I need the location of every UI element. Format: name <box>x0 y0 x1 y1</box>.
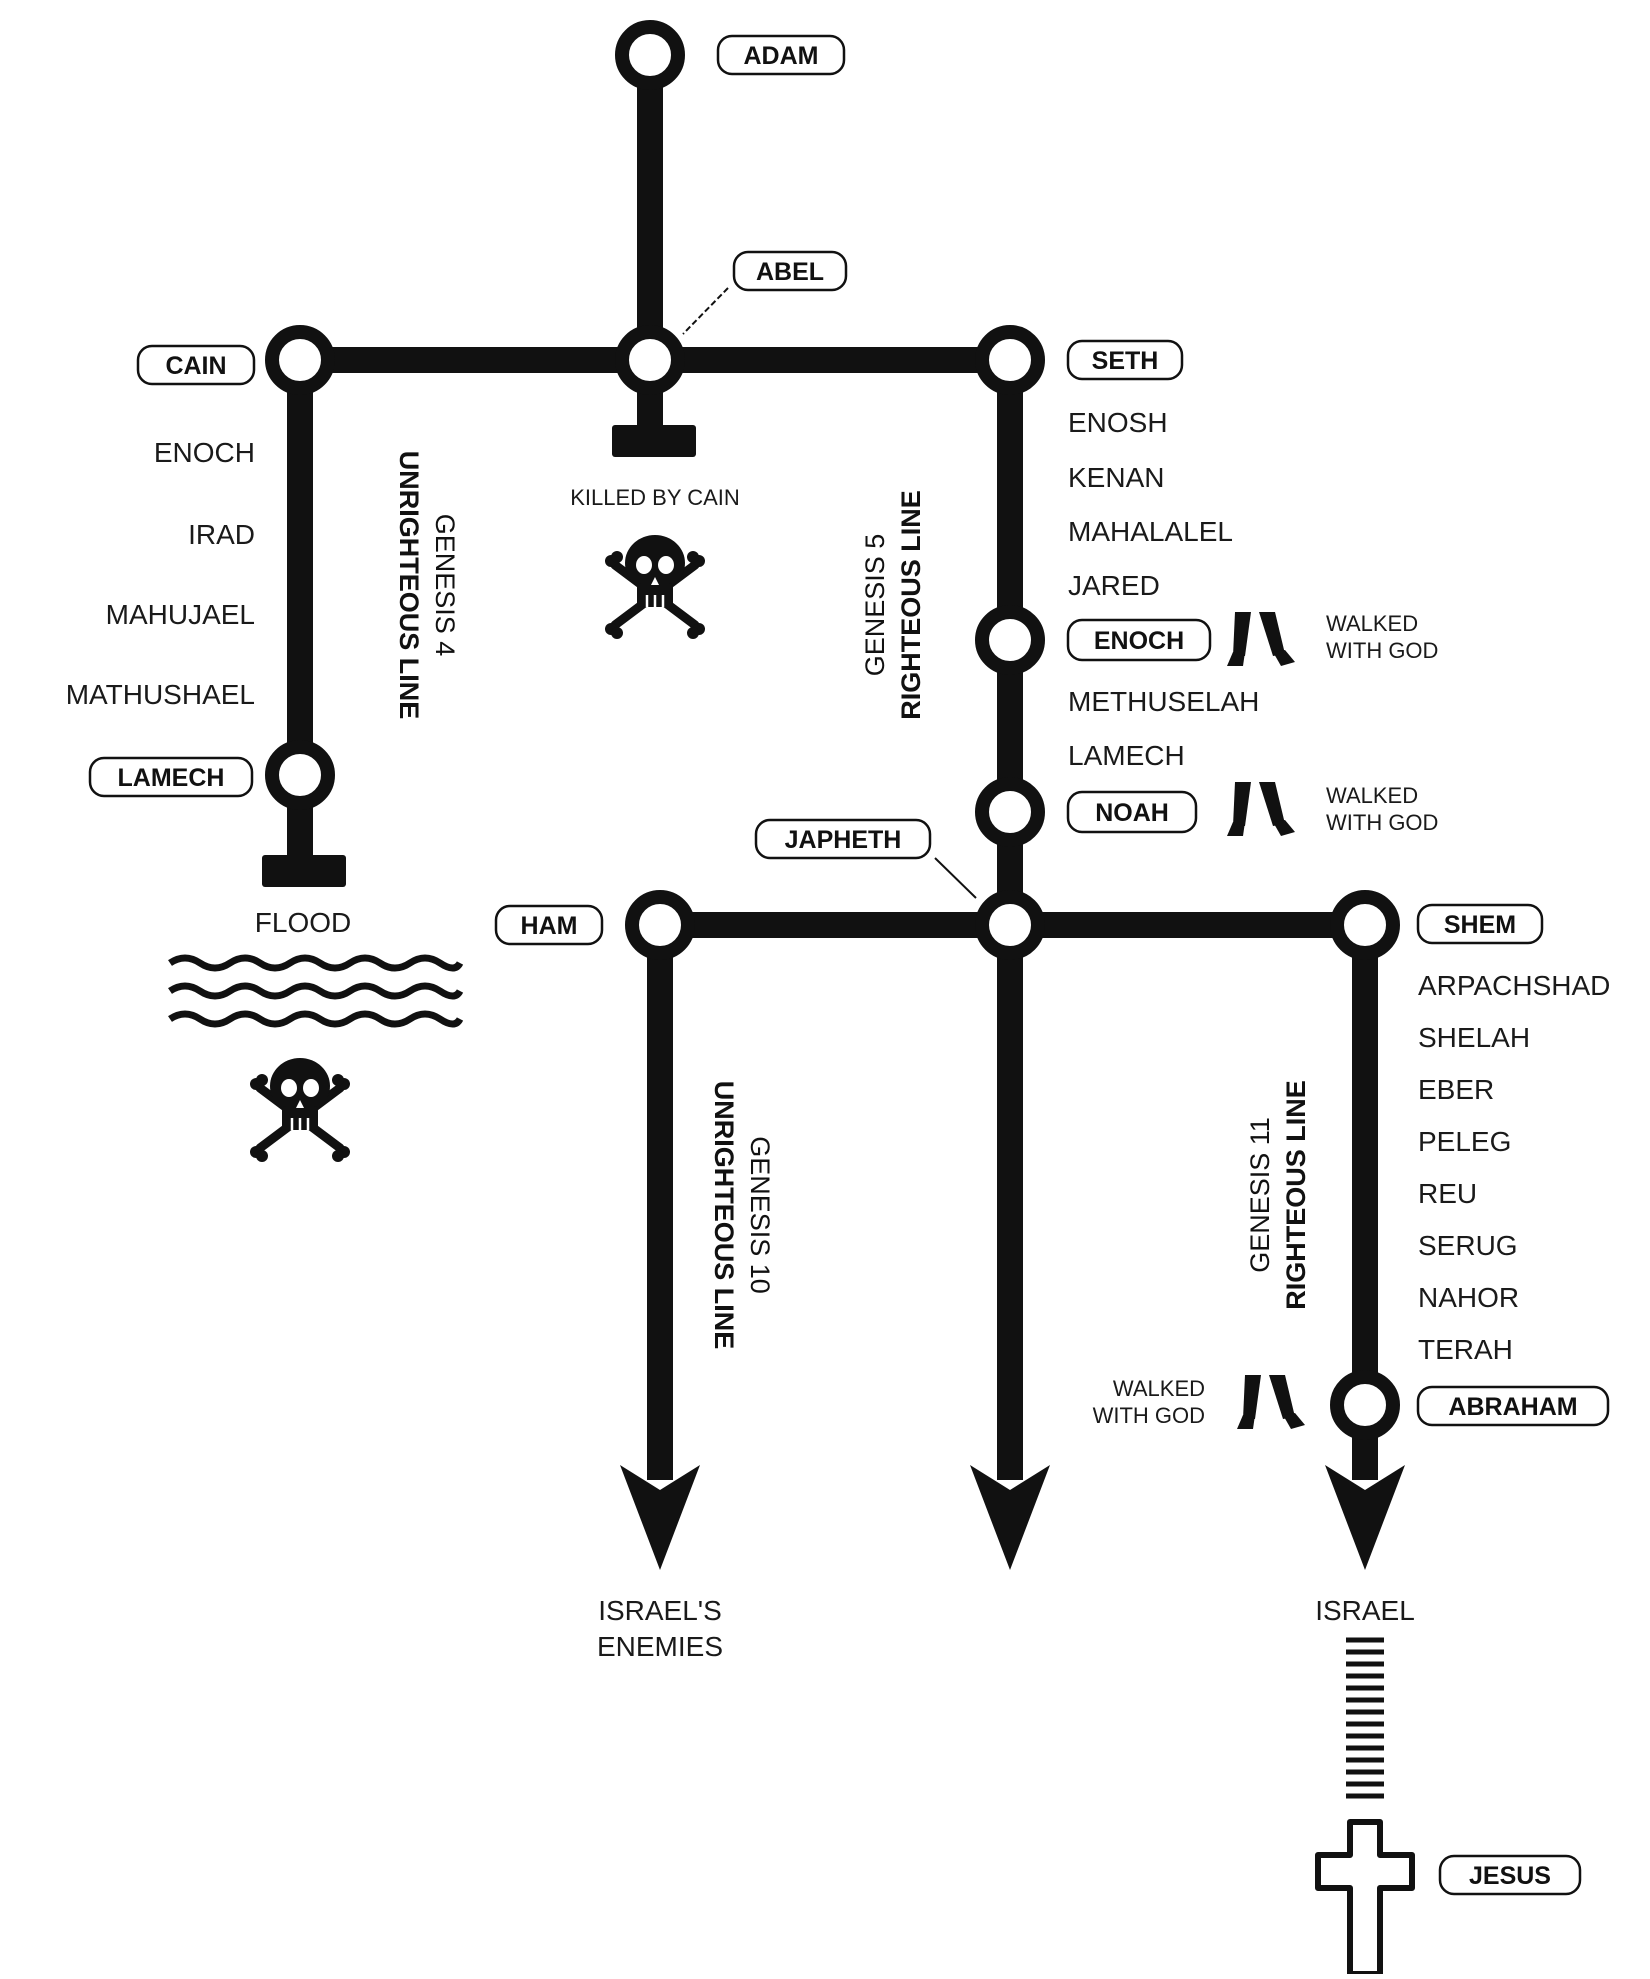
japheth-leader-line <box>934 857 977 899</box>
israels-enemies-label: ISRAEL'S <box>598 1595 722 1626</box>
seth-descendant: LAMECH <box>1068 740 1185 771</box>
shem-descendant: NAHOR <box>1418 1282 1519 1313</box>
abel-leader-line <box>682 287 729 335</box>
cain-descendants: ENOCH IRAD MAHUJAEL MATHUSHAEL <box>66 437 255 710</box>
cain-line-ref: GENESIS 4 <box>430 514 460 657</box>
cross-icon <box>1315 1819 1415 1977</box>
label-abraham-text: ABRAHAM <box>1448 1393 1577 1421</box>
seth-line-caption: RIGHTEOUS LINE GENESIS 5 <box>860 490 926 720</box>
flood-waves-icon <box>168 954 464 1028</box>
israel-to-jesus-dashes <box>1346 1637 1384 1799</box>
cain-descendant: MAHUJAEL <box>106 599 255 630</box>
shem-descendant: EBER <box>1418 1074 1494 1105</box>
shem-descendant: PELEG <box>1418 1126 1511 1157</box>
walked-note-enoch: WITH GOD <box>1326 638 1438 663</box>
label-seth: SETH <box>1066 339 1184 381</box>
node-lamech-cain <box>265 740 335 810</box>
label-ham: HAM <box>494 904 604 946</box>
label-noah: NOAH <box>1066 790 1198 834</box>
label-seth-text: SETH <box>1092 347 1159 375</box>
walking-feet-icon <box>1227 612 1295 666</box>
shem-line-title: RIGHTEOUS LINE <box>1281 1080 1311 1310</box>
seth-descendant: KENAN <box>1068 462 1164 493</box>
node-abel <box>615 325 685 395</box>
label-enoch-seth-text: ENOCH <box>1094 627 1184 655</box>
node-japheth <box>975 890 1045 960</box>
cain-descendant: ENOCH <box>154 437 255 468</box>
cain-stop-bar <box>262 855 346 887</box>
abel-stop-bar <box>612 425 696 457</box>
nodes <box>265 20 1400 1440</box>
shem-descendant: SERUG <box>1418 1230 1518 1261</box>
node-cain <box>265 325 335 395</box>
shem-line-ref: GENESIS 11 <box>1245 1117 1275 1273</box>
flood-note: FLOOD <box>255 907 351 938</box>
walked-note-abraham: WALKED <box>1113 1376 1205 1401</box>
label-adam: ADAM <box>716 34 846 76</box>
skull-and-crossbones-icon <box>250 1058 350 1162</box>
label-jesus: JESUS <box>1438 1854 1582 1896</box>
israels-enemies-label: ENEMIES <box>597 1631 723 1662</box>
shem-line-caption: RIGHTEOUS LINE GENESIS 11 <box>1245 1080 1311 1310</box>
shem-descendant: SHELAH <box>1418 1022 1530 1053</box>
seth-descendant: MAHALALEL <box>1068 516 1233 547</box>
seth-line-ref: GENESIS 5 <box>860 534 890 677</box>
node-adam <box>615 20 685 90</box>
node-abraham <box>1330 1370 1400 1440</box>
cain-descendant: IRAD <box>188 519 255 550</box>
label-cain: CAIN <box>136 344 256 386</box>
label-abel-text: ABEL <box>756 258 824 286</box>
label-jesus-text: JESUS <box>1469 1862 1551 1890</box>
ham-line-caption: UNRIGHTEOUS LINE GENESIS 10 <box>709 1081 775 1350</box>
label-cain-text: CAIN <box>165 352 226 380</box>
seth-line-title: RIGHTEOUS LINE <box>896 490 926 720</box>
killed-by-cain-note: KILLED BY CAIN <box>570 485 740 510</box>
cain-line-title: UNRIGHTEOUS LINE <box>394 451 424 720</box>
label-shem-text: SHEM <box>1444 911 1516 939</box>
cain-descendant: MATHUSHAEL <box>66 679 255 710</box>
node-ham <box>625 890 695 960</box>
seth-descendant: JARED <box>1068 570 1160 601</box>
seth-descendant: ENOSH <box>1068 407 1168 438</box>
ham-line-title: UNRIGHTEOUS LINE <box>709 1081 739 1350</box>
label-lamech-cain: LAMECH <box>88 756 254 798</box>
shem-descendants: ARPACHSHAD SHELAH EBER PELEG REU SERUG N… <box>1418 970 1610 1365</box>
label-shem: SHEM <box>1416 903 1544 945</box>
label-enoch-seth: ENOCH <box>1066 618 1212 662</box>
label-lamech-cain-text: LAMECH <box>118 764 225 792</box>
label-abraham: ABRAHAM <box>1416 1385 1610 1427</box>
label-adam-text: ADAM <box>744 42 819 70</box>
label-ham-text: HAM <box>521 912 578 940</box>
label-noah-text: NOAH <box>1095 799 1169 827</box>
label-japheth: JAPHETH <box>754 818 932 860</box>
node-seth <box>975 325 1045 395</box>
walking-feet-icon <box>1237 1375 1305 1429</box>
seth-descendants: ENOSH KENAN MAHALALEL JARED METHUSELAH L… <box>1068 407 1259 771</box>
ham-line-ref: GENESIS 10 <box>745 1136 775 1294</box>
walked-note-noah: WITH GOD <box>1326 810 1438 835</box>
walked-note-enoch: WALKED <box>1326 611 1418 636</box>
node-shem <box>1330 890 1400 960</box>
ham-arrowhead <box>620 1465 700 1570</box>
shem-arrowhead <box>1325 1465 1405 1570</box>
walking-feet-icon <box>1227 782 1295 836</box>
shem-descendant: REU <box>1418 1178 1477 1209</box>
label-abel: ABEL <box>732 250 848 292</box>
shem-descendant: TERAH <box>1418 1334 1513 1365</box>
seth-descendant: METHUSELAH <box>1068 686 1259 717</box>
label-japheth-text: JAPHETH <box>785 826 902 854</box>
node-noah <box>975 777 1045 847</box>
node-enoch-seth <box>975 605 1045 675</box>
israel-label: ISRAEL <box>1315 1595 1415 1626</box>
shem-descendant: ARPACHSHAD <box>1418 970 1610 1001</box>
walked-note-abraham: WITH GOD <box>1093 1403 1205 1428</box>
skull-and-crossbones-icon <box>605 535 705 639</box>
japheth-arrowhead <box>970 1465 1050 1570</box>
walked-note-noah: WALKED <box>1326 783 1418 808</box>
cain-line-caption: UNRIGHTEOUS LINE GENESIS 4 <box>394 451 460 720</box>
